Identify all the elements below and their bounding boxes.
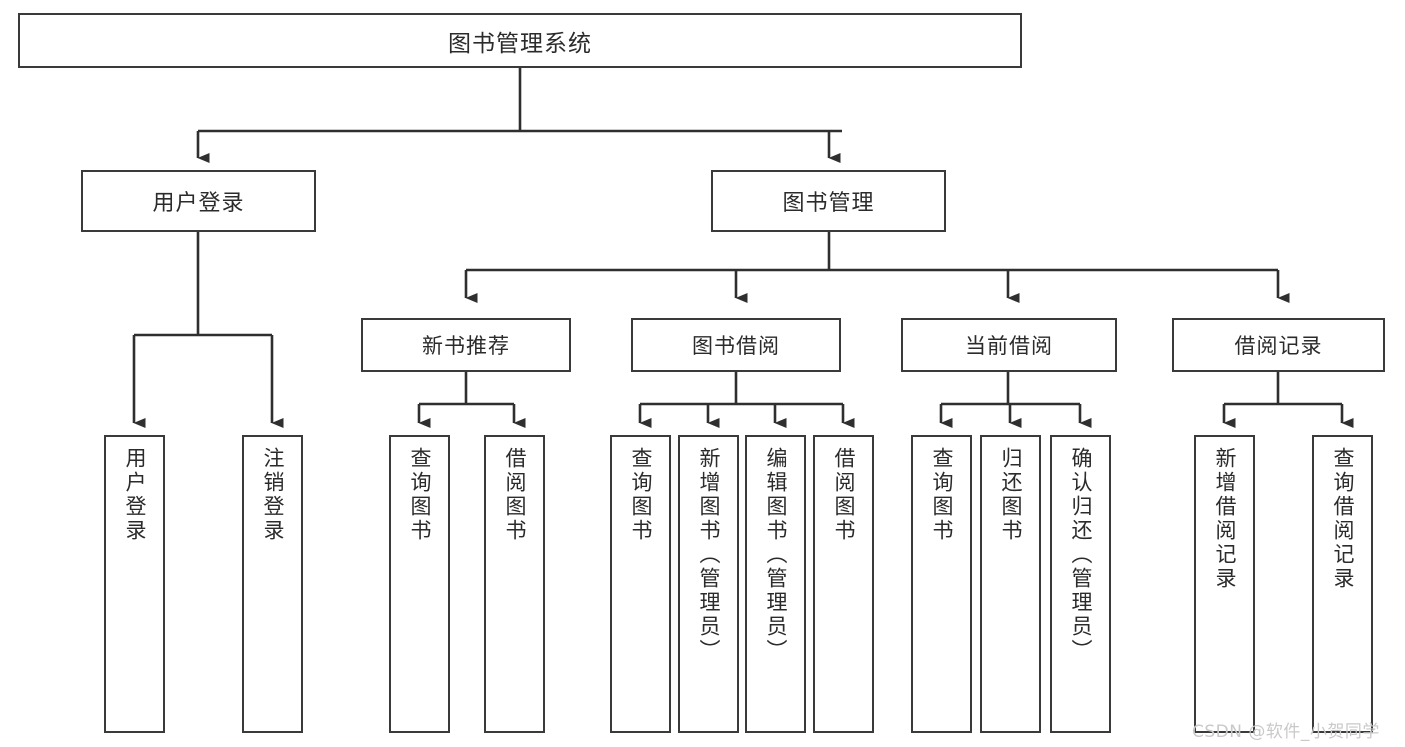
- node-label: 借阅记录: [1234, 334, 1323, 358]
- node-label: 查询图书: [930, 447, 954, 543]
- leaf-borrow-book[interactable]: 借阅图书: [813, 435, 874, 733]
- node-book-borrow[interactable]: 图书借阅: [631, 318, 841, 372]
- leaf-query-book-borrow[interactable]: 查询图书: [610, 435, 671, 733]
- node-label: 查询图书: [408, 447, 432, 543]
- node-label: 编辑图书（管理员）: [764, 447, 788, 663]
- node-label: 用户登录: [123, 447, 147, 543]
- node-label: 借阅图书: [832, 447, 856, 543]
- leaf-query-borrow-record[interactable]: 查询借阅记录: [1312, 435, 1373, 733]
- node-label: 图书借阅: [692, 334, 780, 358]
- node-label: 查询图书: [629, 447, 653, 543]
- node-current-borrow[interactable]: 当前借阅: [901, 318, 1117, 372]
- node-user-login[interactable]: 用户登录: [81, 170, 316, 232]
- node-label: 新增借阅记录: [1213, 447, 1237, 591]
- leaf-logout[interactable]: 注销登录: [242, 435, 303, 733]
- node-label: 查询借阅记录: [1331, 447, 1355, 591]
- node-book-management[interactable]: 图书管理: [711, 170, 946, 232]
- leaf-borrow-book-recommend[interactable]: 借阅图书: [484, 435, 545, 733]
- node-label: 用户登录: [152, 191, 245, 216]
- node-label: 借阅图书: [503, 447, 527, 543]
- leaf-query-book-recommend[interactable]: 查询图书: [389, 435, 450, 733]
- node-label: 新增图书（管理员）: [697, 447, 721, 663]
- node-label: 新书推荐: [422, 334, 510, 358]
- leaf-edit-book-admin[interactable]: 编辑图书（管理员）: [745, 435, 806, 733]
- watermark-text: CSDN @软件_小贺同学: [1192, 722, 1380, 742]
- node-label: 确认归还（管理员）: [1069, 447, 1093, 663]
- leaf-add-book-admin[interactable]: 新增图书（管理员）: [678, 435, 739, 733]
- node-borrow-record[interactable]: 借阅记录: [1172, 318, 1385, 372]
- leaf-query-book-current[interactable]: 查询图书: [911, 435, 972, 733]
- node-label: 注销登录: [261, 447, 285, 543]
- node-label: 图书管理: [782, 191, 875, 216]
- node-label: 当前借阅: [965, 334, 1053, 358]
- node-label: 图书管理系统: [448, 30, 592, 57]
- watermark-credit: CSDN @软件_小贺同学: [1192, 717, 1380, 742]
- node-new-book-recommend[interactable]: 新书推荐: [361, 318, 571, 372]
- leaf-confirm-return-admin[interactable]: 确认归还（管理员）: [1050, 435, 1111, 733]
- leaf-return-book[interactable]: 归还图书: [980, 435, 1041, 733]
- node-label: 归还图书: [999, 447, 1023, 543]
- leaf-add-borrow-record[interactable]: 新增借阅记录: [1194, 435, 1255, 733]
- leaf-user-login[interactable]: 用户登录: [104, 435, 165, 733]
- node-root-system[interactable]: 图书管理系统: [18, 13, 1022, 68]
